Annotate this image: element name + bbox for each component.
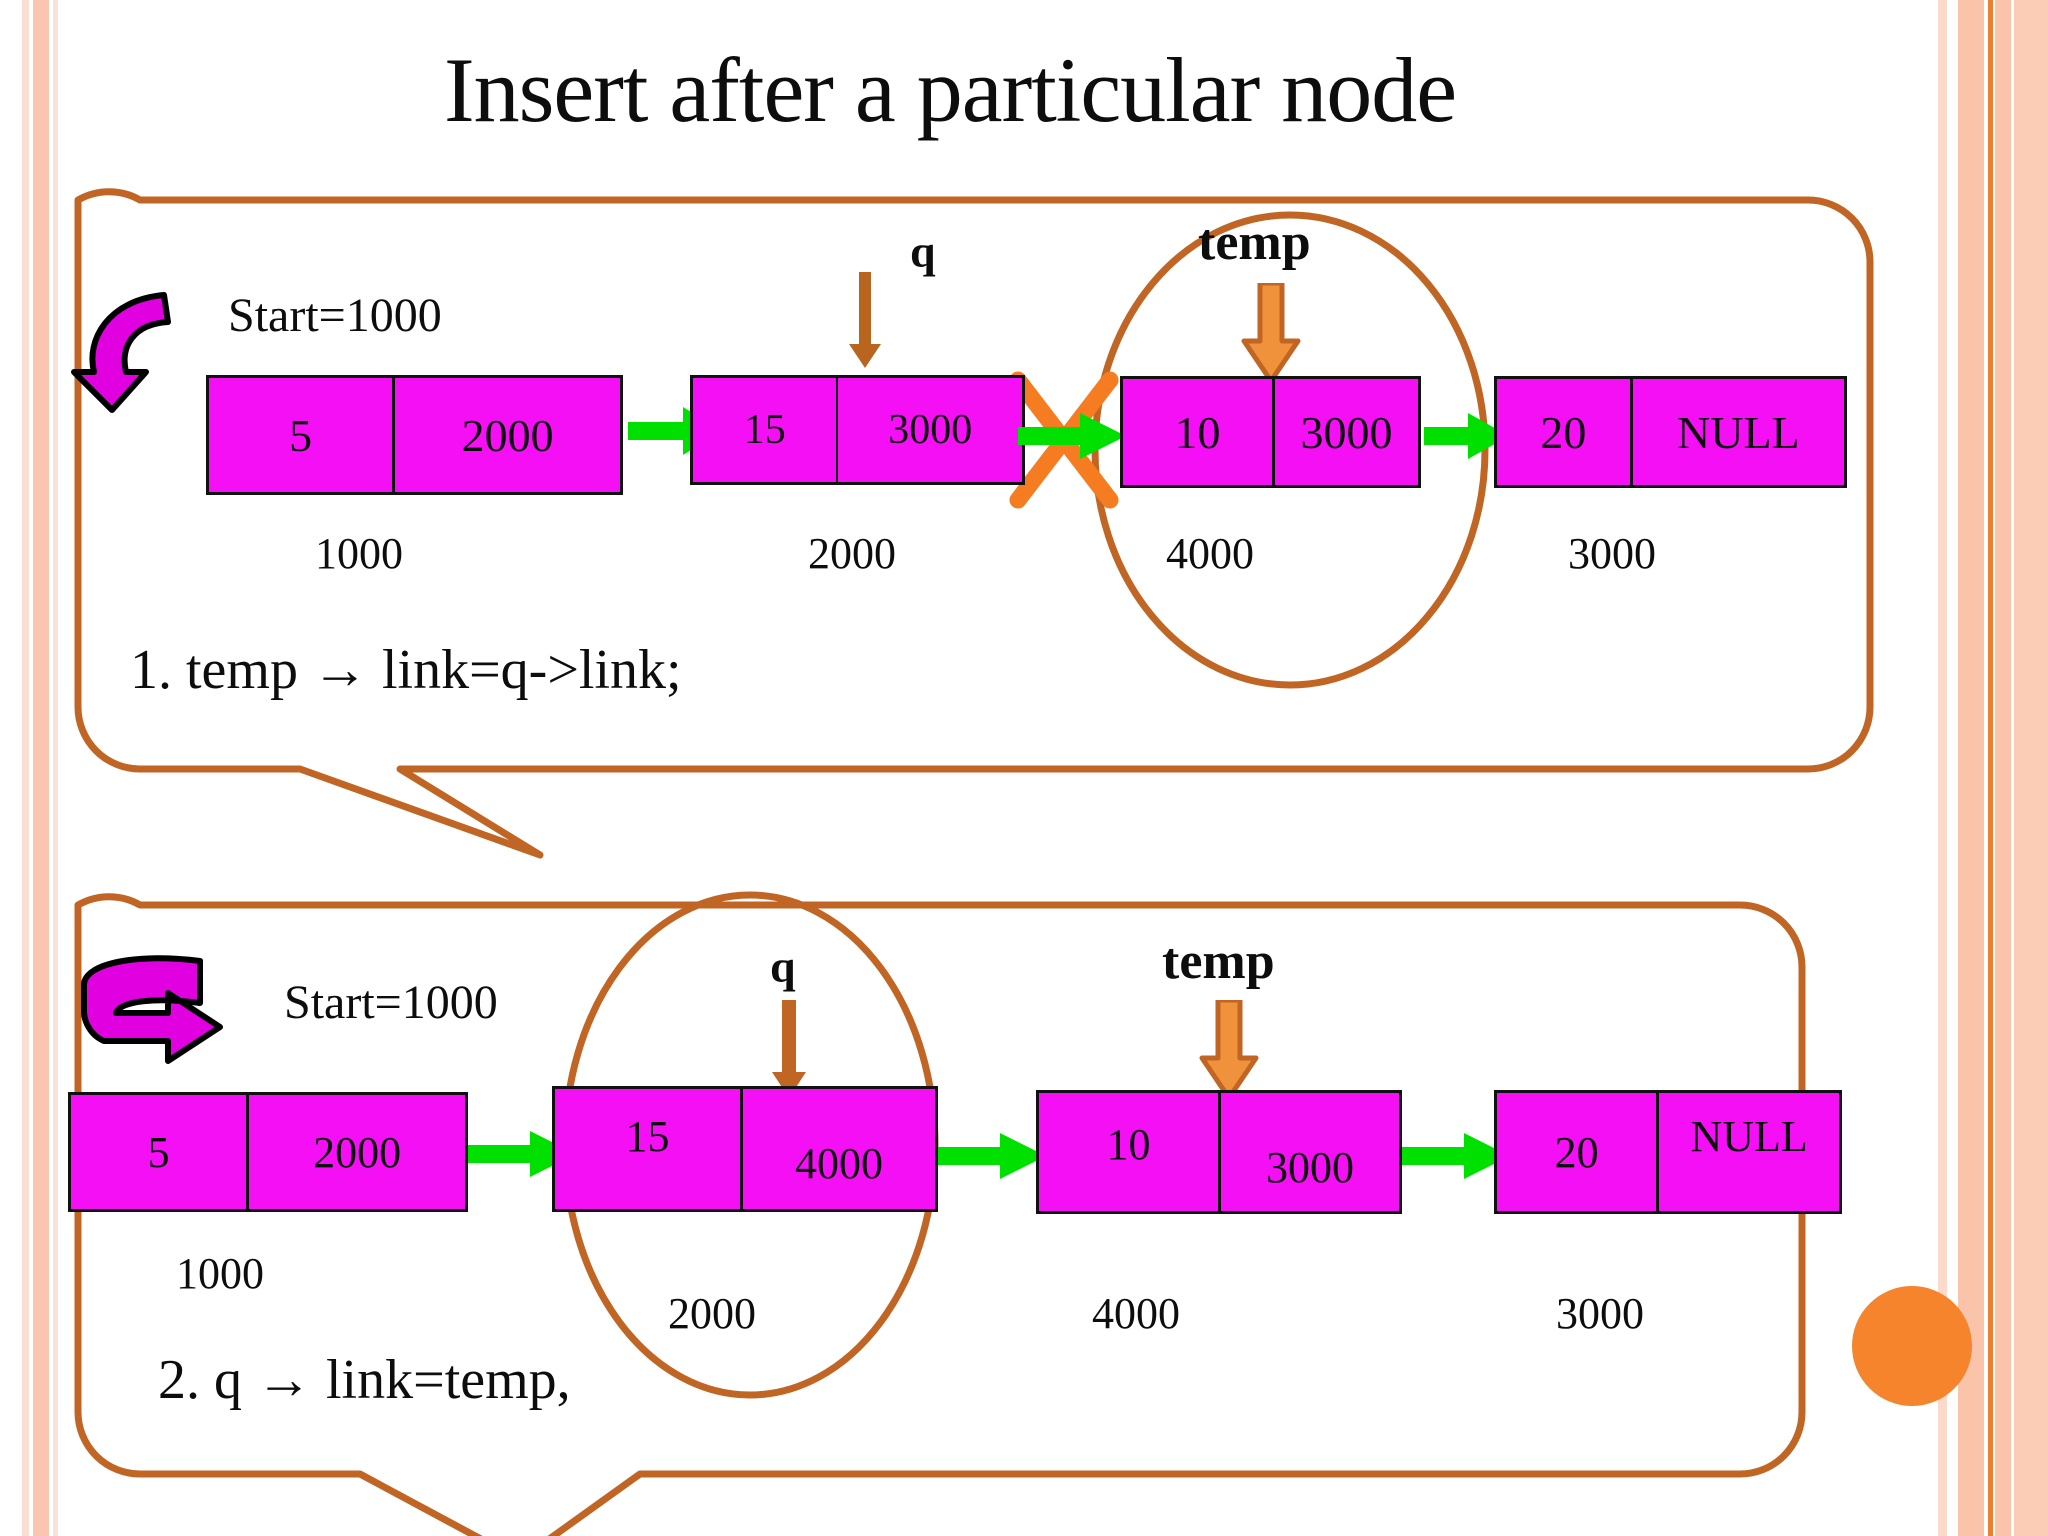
left-rail-stripe-1 <box>22 0 29 1536</box>
panel-2-node-2-address: 4000 <box>1092 1289 1180 1338</box>
panel-1-pointer-q-label: q <box>910 226 936 277</box>
panel-1-link-arrow-2 <box>1424 413 1509 459</box>
panel-2-link-arrow-1 <box>938 1133 1046 1179</box>
panel-2-node-1-link: 4000 <box>740 1089 935 1209</box>
panel-2-pointer-temp-arrow-icon <box>1199 1000 1259 1100</box>
panel-1-node-0: 5 2000 <box>206 375 623 495</box>
panel-1-node-3-address: 3000 <box>1568 529 1656 578</box>
panel-2-node-3-link: NULL <box>1656 1093 1839 1211</box>
right-rail-stripe-5 <box>2014 0 2048 1536</box>
panel-2-node-0-data: 5 <box>147 1127 170 1177</box>
panel-2-node-2: 10 3000 <box>1036 1090 1402 1214</box>
panel-1-node-1-address: 2000 <box>808 529 896 578</box>
panel-2-node-3-data: 20 <box>1554 1127 1599 1177</box>
panel-2-pointer-temp-label: temp <box>1162 933 1275 990</box>
panel-2-pointer-q-label: q <box>770 941 796 992</box>
panel-1-step-text: 1. temp → link=q->link; <box>130 639 682 701</box>
panel-2-node-1-data: 15 <box>625 1112 670 1161</box>
panel-2-node-3-address: 3000 <box>1556 1289 1644 1338</box>
panel-1-pointer-temp-arrow-icon <box>1241 283 1301 383</box>
right-rail-stripe-1 <box>1938 0 1947 1536</box>
panel-1-node-3: 20 NULL <box>1494 376 1847 488</box>
panel-1-node-2: 10 3000 <box>1120 376 1421 488</box>
accent-dot-icon <box>1852 1286 1972 1406</box>
panel-2-link-arrow-2 <box>1402 1133 1510 1179</box>
panel-1-node-0-address: 1000 <box>315 529 403 578</box>
panel-1-pointer-q-arrow-icon <box>849 272 881 368</box>
panel-1-node-1-data: 15 <box>743 407 786 453</box>
panel-2-step-text: 2. q → link=temp, <box>158 1349 571 1411</box>
right-rail-stripe-3 <box>1988 0 1993 1536</box>
panel-1-node-3-data: 20 <box>1540 406 1587 458</box>
panel-2-start-label: Start=1000 <box>284 976 498 1029</box>
right-rail-stripe-4 <box>1995 0 2011 1536</box>
panel-2-pointer-q-arrow-icon <box>772 1000 806 1098</box>
panel-1-node-0-link: 2000 <box>392 378 620 492</box>
panel-2-node-0: 5 2000 <box>68 1092 468 1212</box>
panel-2-node-3: 20 NULL <box>1494 1090 1842 1214</box>
panel-1-pointer-temp-label: temp <box>1198 214 1311 271</box>
panel-1-node-2-data: 10 <box>1174 406 1221 458</box>
panel-2-node-0-address: 1000 <box>176 1249 264 1298</box>
left-rail-stripe-3 <box>53 0 58 1536</box>
left-rail-stripe-2 <box>33 0 49 1536</box>
panel-2-node-2-data: 10 <box>1106 1120 1151 1169</box>
page-title: Insert after a particular node <box>443 39 1457 141</box>
right-rail-stripe-2 <box>1958 0 1984 1536</box>
panel-1-node-1-link: 3000 <box>836 378 1022 482</box>
panel-1-node-1: 15 3000 <box>690 375 1025 485</box>
panel-2-node-0-link: 2000 <box>246 1095 465 1209</box>
panel-2-link-arrow-0 <box>468 1131 576 1177</box>
panel-1-start-label: Start=1000 <box>228 289 442 342</box>
curved-arrow-icon <box>71 292 171 413</box>
panel-2-node-2-link: 3000 <box>1217 1093 1399 1211</box>
panel-1-node-3-link: NULL <box>1629 379 1844 485</box>
uturn-arrow-icon <box>81 955 223 1064</box>
panel-2-node-1-address: 2000 <box>668 1289 756 1338</box>
panel-1-node-0-data: 5 <box>289 409 313 461</box>
panel-1-node-2-address: 4000 <box>1166 529 1254 578</box>
panel-1-node-2-link: 3000 <box>1271 379 1418 485</box>
panel-1-link-arrow-1 <box>1018 413 1126 459</box>
panel-2-node-1: 15 4000 <box>552 1086 938 1212</box>
